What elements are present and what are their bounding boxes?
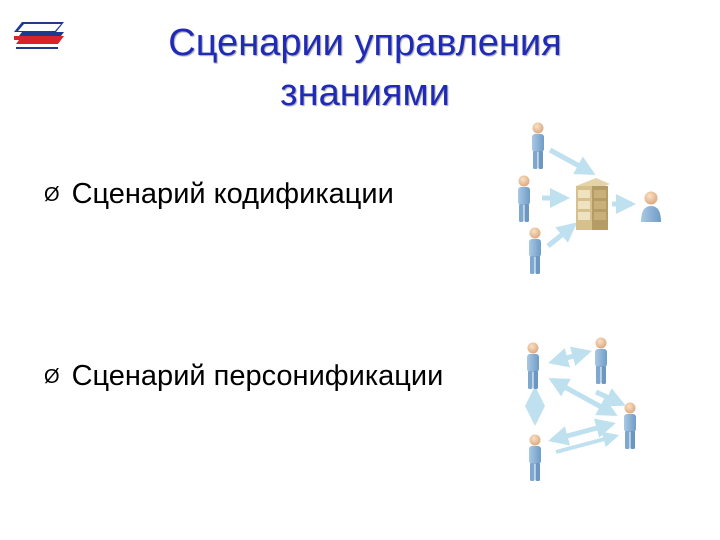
person-icon — [527, 342, 539, 389]
person-icon — [641, 191, 661, 222]
person-icon — [595, 337, 607, 384]
person-icon — [529, 434, 541, 481]
bullet-personification: Ø Сценарий персонификации — [44, 360, 443, 393]
person-icon — [532, 122, 544, 169]
person-icon — [529, 227, 541, 274]
title-line-1: Сценарии управления — [168, 22, 562, 64]
bullet-text: Сценарий персонификации — [71, 360, 444, 392]
server-rack-icon — [576, 178, 610, 230]
person-icon — [518, 175, 530, 222]
bullet-arrow-icon: Ø — [44, 366, 60, 388]
title-line-2: знаниями — [280, 72, 450, 114]
slide-title: Сценарии управления знаниями — [100, 18, 630, 118]
codification-diagram — [518, 122, 661, 274]
personification-diagram — [525, 337, 636, 481]
logo-icon — [14, 22, 64, 49]
person-icon — [624, 402, 636, 449]
bullet-arrow-icon: Ø — [44, 184, 60, 206]
bullet-text: Сценарий кодификации — [71, 178, 394, 210]
bullet-codification: Ø Сценарий кодификации — [44, 178, 394, 211]
